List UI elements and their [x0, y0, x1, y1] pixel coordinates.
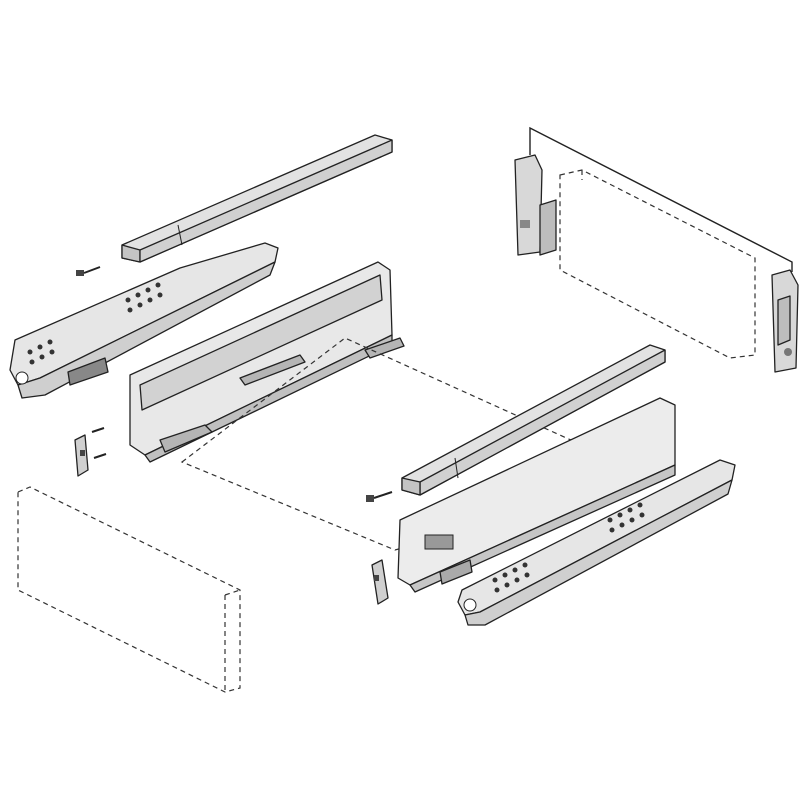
front-panel-edge	[224, 589, 241, 596]
runner-left	[9, 242, 279, 399]
front-panel-outline	[17, 486, 241, 693]
back-panel-connector-line	[529, 126, 793, 272]
screw-left-top	[76, 266, 101, 276]
rail-right	[401, 344, 666, 496]
side-panel-left	[129, 261, 405, 463]
rail-left	[121, 134, 393, 263]
screw-icon	[93, 453, 107, 459]
screw-icon	[91, 427, 105, 433]
back-panel-outline	[559, 169, 756, 359]
side-panel-right	[397, 397, 676, 593]
clip-plate-left	[67, 357, 109, 386]
runner-right	[457, 459, 736, 626]
screw-right	[366, 491, 393, 502]
back-bracket-right	[771, 269, 799, 373]
front-bracket-left	[74, 434, 89, 477]
front-bracket-right	[371, 559, 389, 605]
back-bracket-left	[514, 154, 557, 256]
